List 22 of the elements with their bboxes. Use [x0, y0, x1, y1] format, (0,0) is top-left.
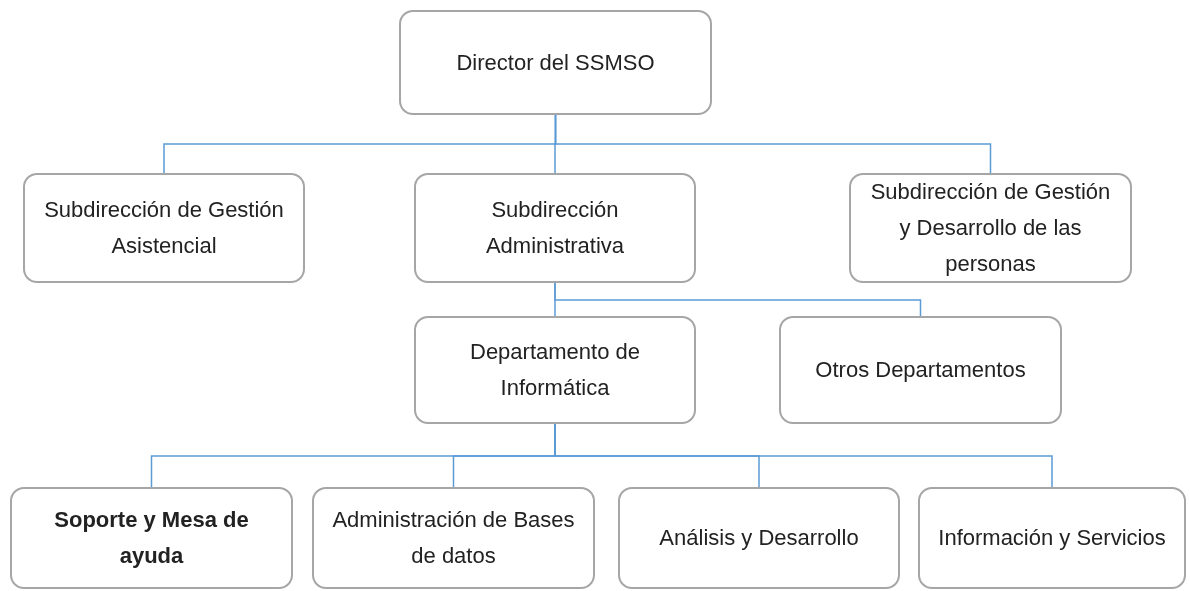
box-label: Director del SSMSO [456, 48, 655, 77]
org-box [414, 316, 696, 424]
org-box [10, 487, 293, 589]
box-label: Información y Servicios [938, 524, 1166, 552]
box-label: Administración de Bases de datos [331, 506, 576, 570]
org-box [918, 487, 1186, 589]
org-box [849, 173, 1132, 283]
connector-line [554, 282, 922, 317]
org-box [399, 10, 712, 115]
box-label: Subdirección de Gestión y Desarrollo de las personas [869, 178, 1112, 278]
org-box [618, 487, 900, 589]
org-box [414, 173, 696, 283]
box-label: Subdirección de Gestión Asistencial [43, 196, 285, 260]
org-box [312, 487, 595, 589]
org-box [779, 316, 1062, 424]
connector-line [554, 114, 992, 174]
box-label: Análisis y Desarrollo [659, 524, 859, 552]
box-label: Departamento de Informática [469, 338, 641, 402]
org-box [23, 173, 305, 283]
box-label: Soporte y Mesa de ayuda [53, 506, 250, 570]
box-label: Subdirección Administrativa [484, 196, 626, 260]
box-label: Otros Departamentos [815, 356, 1026, 384]
